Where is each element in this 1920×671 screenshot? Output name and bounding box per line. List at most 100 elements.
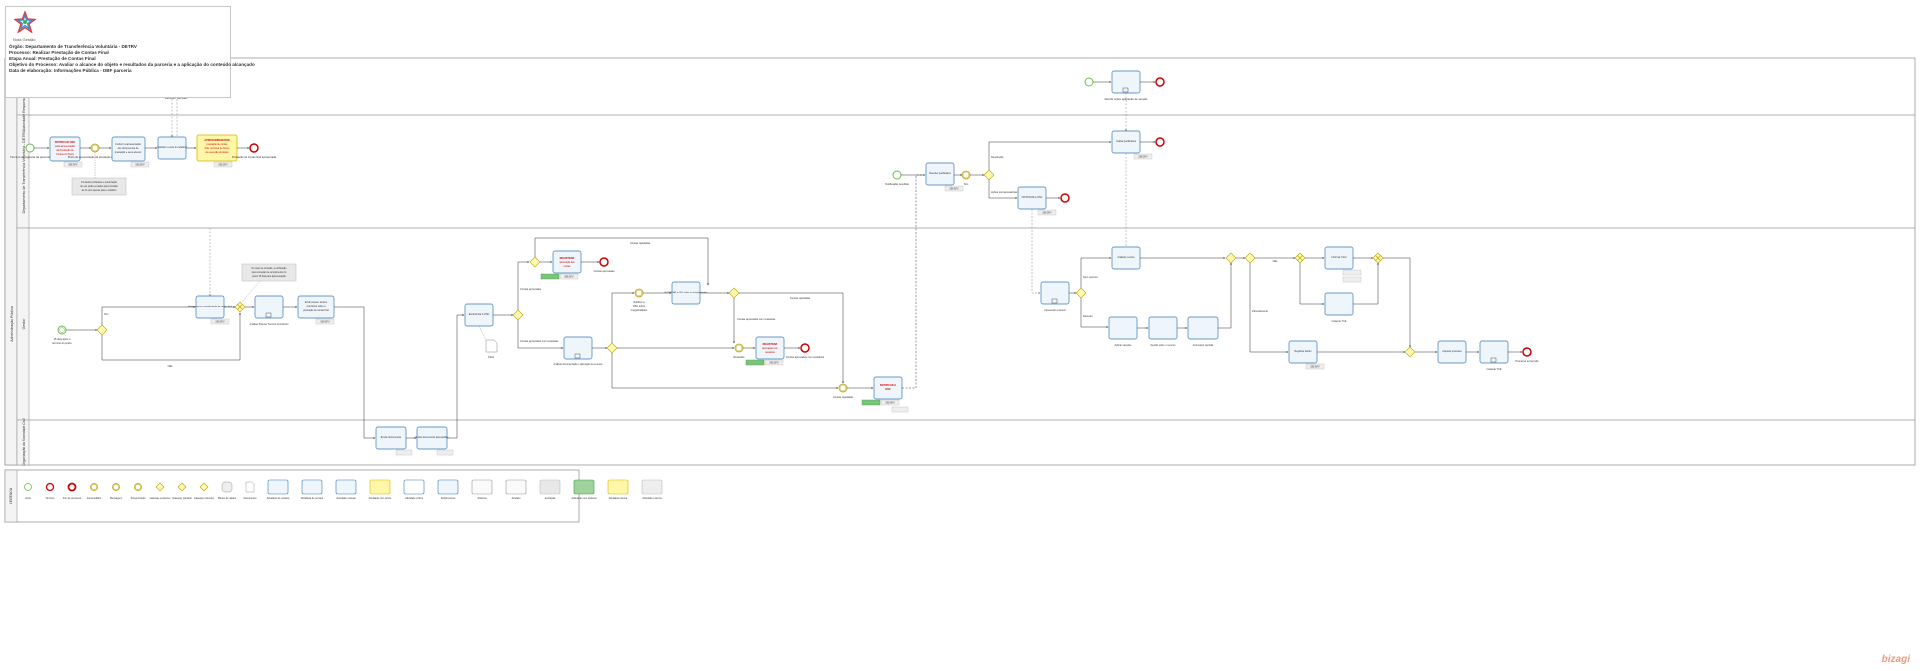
task-notify-osc[interactable] [49,136,81,162]
svg-text:irregularidades: irregularidades [631,309,648,312]
svg-text:Atividade crítica: Atividade crítica [405,497,423,500]
svg-text:término do prazo: término do prazo [52,341,72,345]
pool-main [4,57,1916,466]
legend-item: Gateway inclusivo [194,482,215,500]
legend-item: Término [45,482,55,500]
task-analyze-ctrl-label: Analisar documentação e aplicação de rec… [554,363,604,366]
legend-item: Banco de dados [218,481,237,500]
svg-text:para correção de cumprimento d: para correção de cumprimento do [252,271,287,274]
svg-text:SEI/DFV: SEI/DFV [135,164,145,167]
legend-item: Sistema [471,479,493,500]
legend-item: Artefato [505,479,527,500]
task-apply-sanctions[interactable] [1108,316,1138,340]
start-event-gestor-label: 15 dias após o [54,337,71,341]
legend-item: Atividade de serviço [301,479,324,500]
header-line-4: Objetivo do Processo: Avaliar o alcance … [9,62,255,67]
end-event-rej[interactable] [800,343,810,353]
gateway-gestor-label-1: Sim [104,312,108,316]
task-review-report[interactable] [254,295,284,319]
legend-header [4,469,18,523]
tag-sei-16 [395,449,413,456]
legend-item: Mensagem [110,483,122,500]
task-instaurar-tce[interactable] [1324,292,1354,316]
task-auth-decide-label: Decidir sobre aplicação de sanção [1105,97,1148,101]
tag-green-1 [540,273,560,280]
svg-text:Atividade manual: Atividade manual [336,497,356,500]
task-evaluate-justif-label: Avaliar justificativa [1116,140,1136,143]
end-event-ok[interactable] [599,257,609,267]
task-instaurar-tce-label: Instaurar TCE [1332,320,1347,323]
tag-sei-5 [1133,153,1153,160]
end-event-final[interactable] [1522,347,1532,357]
svg-text:Gateway paralelo: Gateway paralelo [172,497,192,500]
tag-sei-2 [130,161,150,168]
svg-text:prestação e seus anexos: prestação e seus anexos [115,151,142,154]
gateway-label-acoes: Ações compensatórias [991,190,1018,194]
task-auth-decide[interactable] [1111,70,1141,94]
svg-text:Banco de dados: Banco de dados [218,497,237,500]
task-auth-instr[interactable] [1479,340,1509,364]
end-event-ok-label: Contas aprovadas [593,269,615,273]
end-event-detrv-1[interactable] [249,143,259,153]
svg-text:OSC sobre: OSC sobre [633,305,646,308]
svg-text:Mensagem: Mensagem [110,497,122,500]
tag-sei-4 [944,185,964,192]
end-event-detrv-3[interactable] [1060,193,1070,203]
task-comunicate-label: Comunicar decisão [1193,344,1214,347]
legend-item: Temporizador [130,483,146,500]
svg-text:Término: Término [45,497,55,500]
svg-text:Gateway exclusivo: Gateway exclusivo [150,497,171,500]
legend-item: Atividade crítica [403,479,425,500]
gateway-label-aprovada: Contas aprovadas [520,287,542,291]
svg-text:Sistema: Sistema [477,497,487,500]
svg-text:aprovação das: aprovação das [559,261,575,264]
svg-text:SEI/DFV: SEI/DFV [1138,156,1148,159]
gateway-gestor-4[interactable] [529,256,541,268]
svg-text:conclusivo sobre a: conclusivo sobre a [306,305,326,308]
start-event-detrv-label: Término da vigência da parceria [10,155,50,159]
start-event-detrv[interactable] [25,143,35,153]
svg-text:de execução do objeto: de execução do objeto [205,151,229,154]
start-event-gestor[interactable] [57,325,67,335]
tag-sei-13 [1342,269,1362,276]
task-present-resources[interactable] [1040,281,1070,305]
gateway-gestor-8[interactable] [1225,252,1237,264]
task-issue-report-label: Emitir parecer e manifestação de contas … [188,305,232,308]
start-event-auth-2[interactable] [1084,77,1094,87]
tag-sei-7 [210,318,230,325]
task-analyze-ctrl[interactable] [563,336,593,360]
svg-text:SEI/DFV: SEI/DFV [769,362,779,365]
task-cancel-order-label: Decidir sobre o recurso [1151,344,1176,347]
svg-text:prestação de contas: prestação de contas [207,143,229,146]
legend-item: Documento [244,481,257,500]
end-event-detrv-1-label: Prestação de contas final apresentada [232,155,277,159]
legend-item: Atividade manual [335,479,357,500]
task-comunicate[interactable] [1187,316,1219,340]
pool-header [4,57,18,466]
svg-text:ressalvas: ressalvas [765,351,776,354]
note-gestor [241,263,297,282]
note-gestor-text: No caso de omissão, a notificação [252,267,288,270]
tag-sei-11 [880,399,900,406]
end-event-rej-label: Contas aprovadas com ressalvas [786,355,825,359]
svg-text:final, na forma do Termo: final, na forma do Termo [205,147,230,150]
task-cancel-order[interactable] [1148,316,1178,340]
task-analyze-docs[interactable] [111,136,146,162]
lane-label-4: Organização da Sociedade Civil [22,418,26,465]
legend-box [4,469,580,523]
task-register-result-label: REGISTRAR [560,257,575,260]
task-receive-justif[interactable] [925,162,955,186]
intermediate-event-5-label: Contas rejeitadas [833,395,854,399]
end-event-detrv-2[interactable] [1155,137,1165,147]
tag-sei-10 [764,359,784,366]
gateway-gestor-12[interactable] [1404,346,1416,358]
svg-text:Documento: Documento [244,497,257,500]
logo-icon [14,11,36,33]
tag-sei-8 [315,318,335,325]
end-event-auth-2[interactable] [1155,77,1165,87]
start-event-detrv-2[interactable] [892,170,902,180]
bizagi-logo: bizagi [1881,654,1910,665]
legend-item: Atividade interna [607,479,629,500]
legend-item: Gateway exclusivo [150,482,171,500]
